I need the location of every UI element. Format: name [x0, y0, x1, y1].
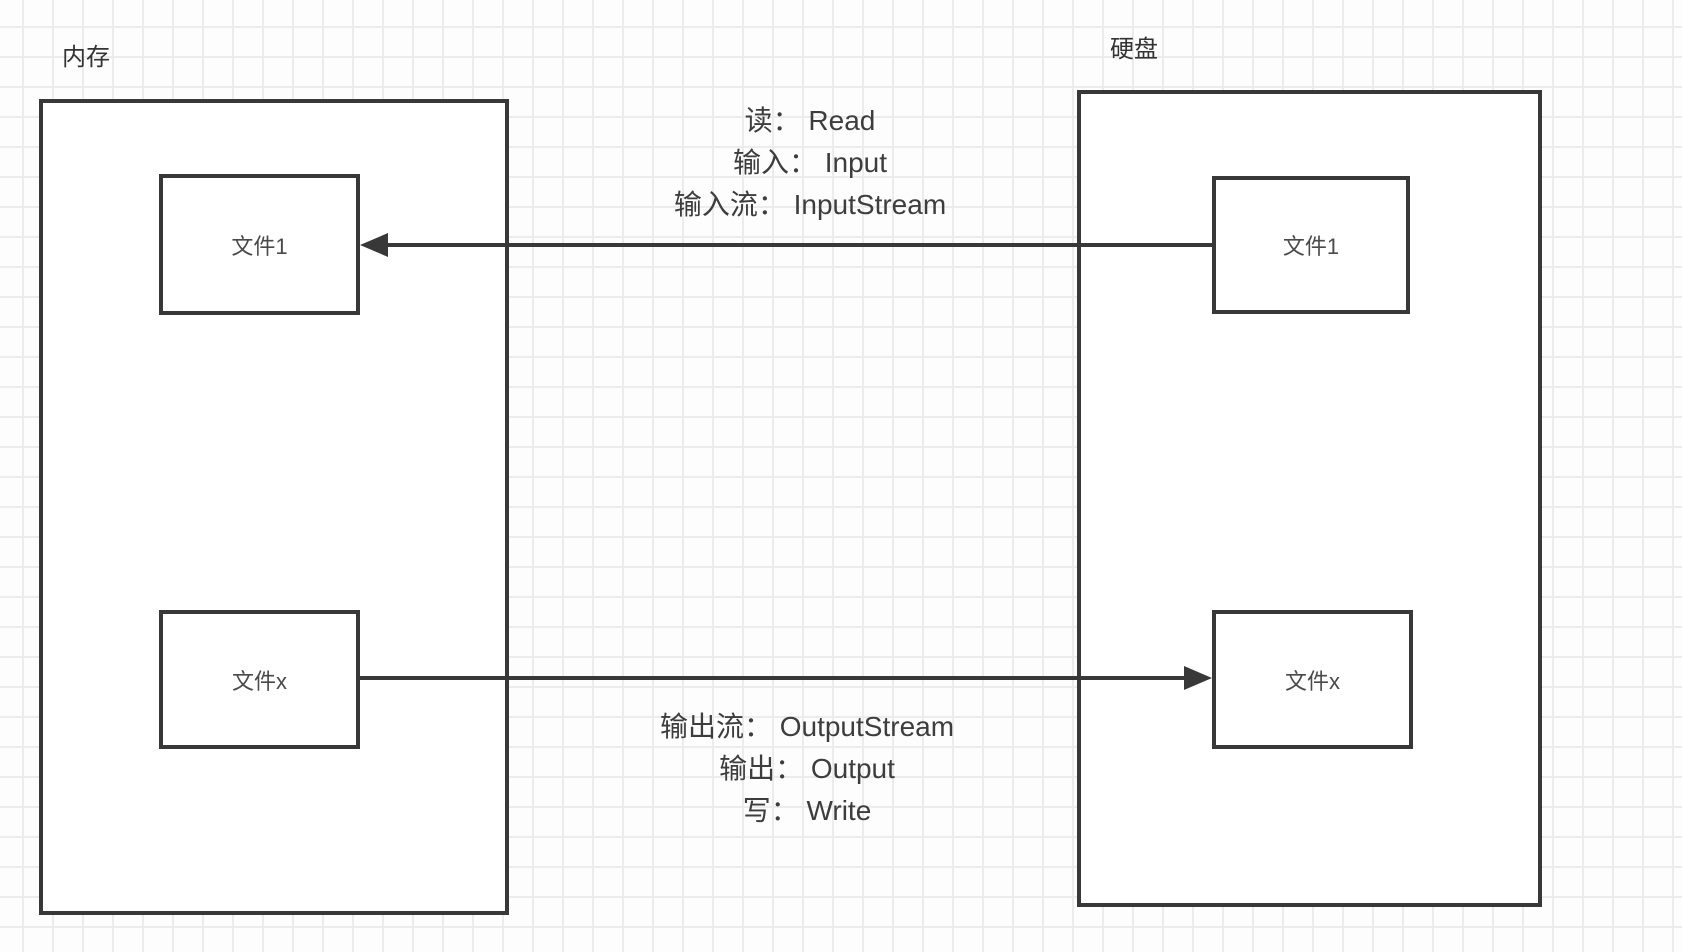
- memory-filex-label: 文件x: [231, 668, 287, 694]
- disk-file1-box[interactable]: 文件1: [1212, 176, 1410, 314]
- write-annotation-line3: 写： Write: [742, 795, 872, 826]
- disk-file1-label: 文件1: [1282, 234, 1340, 259]
- write-arrow-line: [360, 676, 1186, 680]
- disk-filex-label: 文件x: [1284, 668, 1340, 694]
- write-arrow-annotation[interactable]: 输出流： OutputStream 输出： Output 写： Write: [557, 706, 1057, 832]
- arrowhead-left-icon: [360, 233, 388, 257]
- read-annotation-line1: 读： Read: [744, 105, 876, 136]
- arrowhead-right-icon: [1184, 666, 1212, 690]
- write-annotation-line1: 输出流： OutputStream: [659, 711, 955, 742]
- memory-filex-box[interactable]: 文件x: [159, 610, 360, 749]
- read-annotation-line2: 输入： Input: [732, 147, 888, 178]
- read-annotation-line3: 输入流： InputStream: [673, 189, 947, 220]
- read-arrow-line: [386, 243, 1212, 247]
- memory-file1-box[interactable]: 文件1: [159, 174, 360, 315]
- read-arrow-annotation[interactable]: 读： Read 输入： Input 输入流： InputStream: [560, 100, 1060, 226]
- disk-section-title[interactable]: 硬盘: [1110, 36, 1158, 63]
- disk-filex-box[interactable]: 文件x: [1212, 610, 1413, 749]
- memory-file1-label: 文件1: [231, 233, 288, 259]
- memory-section-title[interactable]: 内存: [62, 44, 110, 71]
- write-annotation-line2: 输出： Output: [719, 753, 895, 784]
